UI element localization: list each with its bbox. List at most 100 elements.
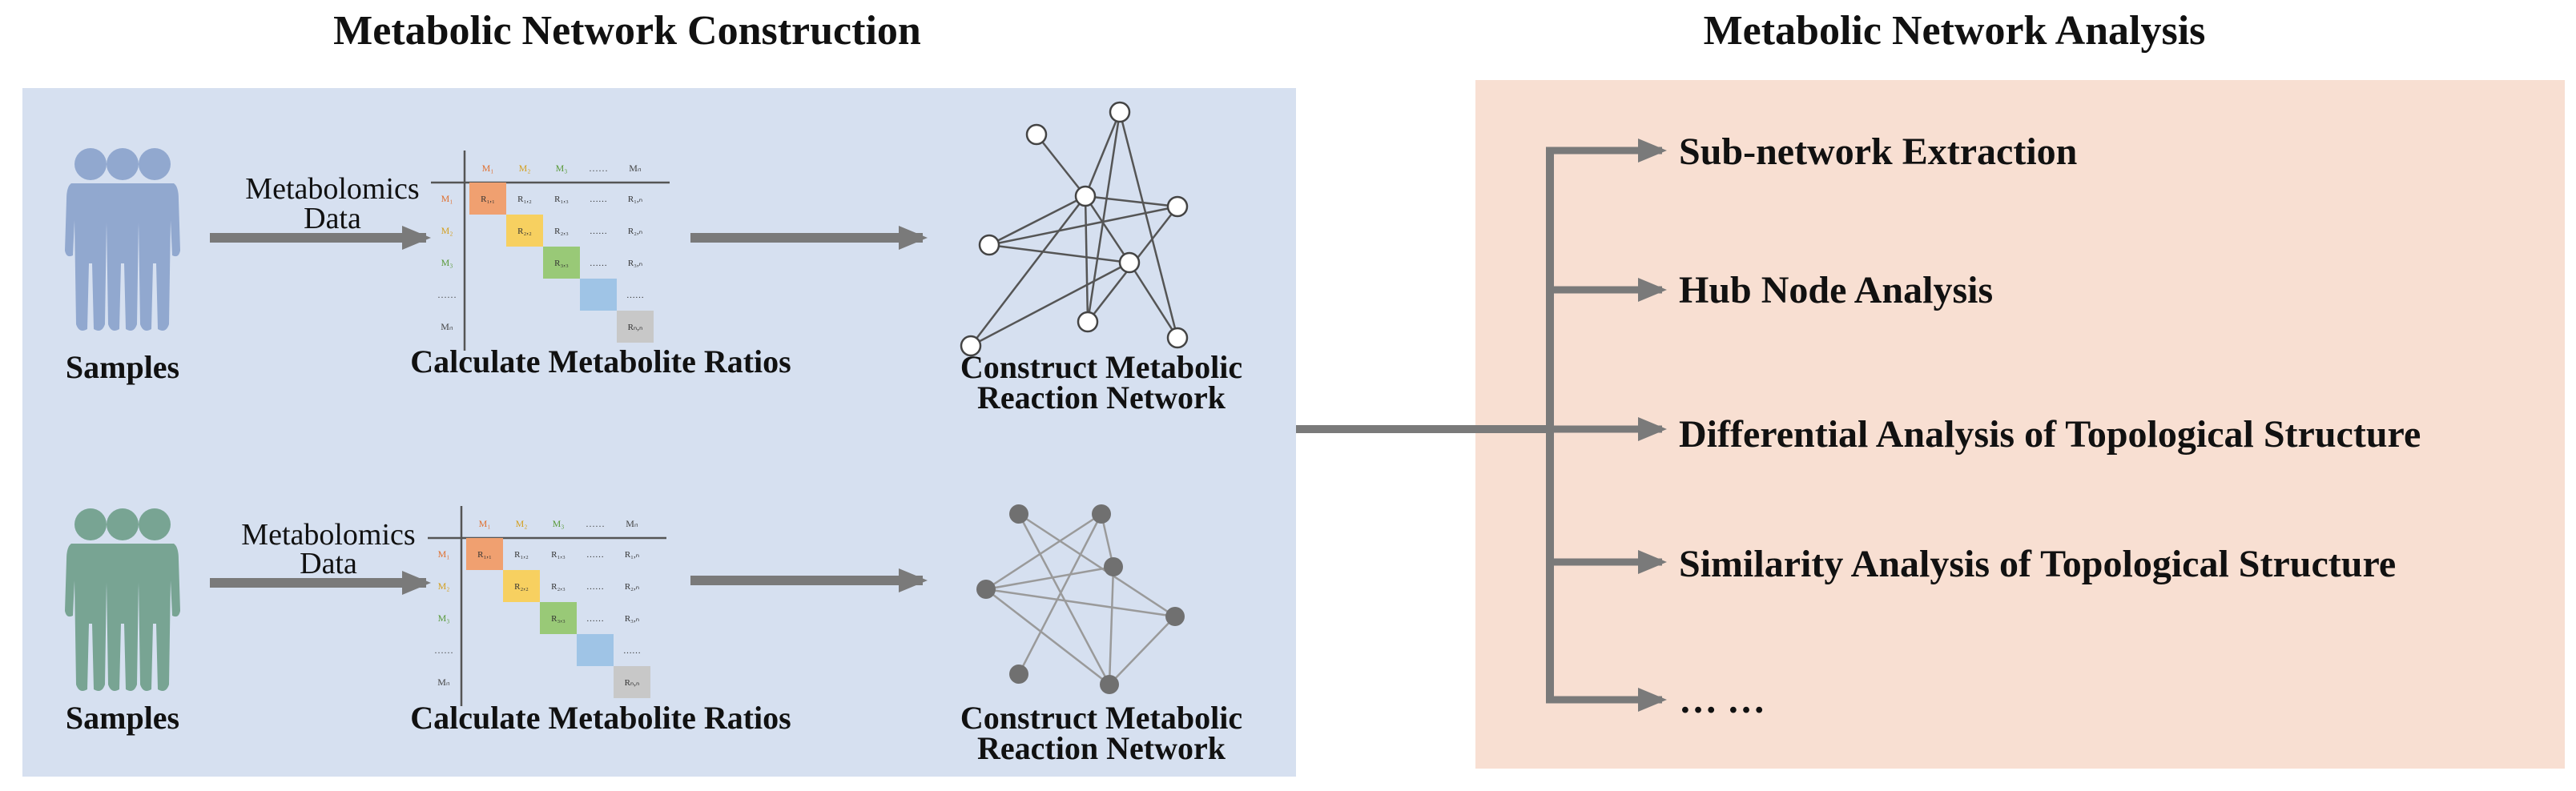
network-node (1109, 101, 1131, 123)
matrix-col-header: M₁ (482, 163, 494, 174)
analysis-item-more: … … (1679, 679, 1765, 721)
matrix-cell: …… (626, 291, 644, 300)
matrix-diag-cell (543, 247, 580, 279)
network-node (1074, 185, 1097, 207)
network-node (1077, 311, 1099, 333)
matrix-diag-cell (503, 570, 540, 602)
network-node (1166, 327, 1189, 349)
network-graph-1 (960, 101, 1189, 357)
network-label: Construct Metabolic (960, 700, 1242, 736)
matrix-cell: R₁,₂ (517, 195, 532, 204)
matrix-cell: R₂,₂ (517, 227, 532, 236)
matrix-cell: R₂,ₙ (628, 227, 642, 236)
matrix-cell: …… (586, 582, 604, 592)
matrix-diag-cell (614, 666, 650, 698)
network-graph-2 (976, 504, 1185, 694)
matrix-col-header: M₁ (479, 518, 491, 529)
matrix-col-header: Mₙ (629, 163, 642, 174)
matrix-cell: R₁,₁ (477, 550, 492, 560)
matrix-cell: R₃,ₙ (628, 259, 642, 268)
matrix-cell: Rₙ,ₙ (625, 678, 640, 688)
analysis-item-similarity: Similarity Analysis of Topological Struc… (1679, 543, 2396, 585)
network-node (1025, 123, 1048, 146)
metabolomics-data-label-2: Data (300, 547, 357, 580)
analysis-item-differential: Differential Analysis of Topological Str… (1679, 413, 2421, 456)
matrix-cell: …… (586, 614, 604, 624)
matrix-cell: …… (590, 195, 607, 204)
network-label-2: Reaction Network (977, 730, 1226, 766)
ratios-label: Calculate Metabolite Ratios (410, 343, 791, 379)
matrix-cell: R₂,₃ (554, 227, 569, 236)
matrix-row-header: Mₙ (441, 321, 453, 332)
matrix-col-header: Mₙ (626, 518, 638, 529)
network-node (1100, 675, 1119, 694)
analysis-list: Sub-network Extraction Hub Node Analysis… (1546, 130, 2421, 721)
network-node (1092, 504, 1111, 524)
analysis-item-hub: Hub Node Analysis (1679, 269, 1993, 311)
matrix-diag-cell (506, 215, 543, 247)
matrix-col-header: …… (586, 518, 605, 529)
matrix-cell: Rₙ,ₙ (628, 323, 643, 332)
samples-label: Samples (66, 349, 179, 385)
analysis-title: Metabolic Network Analysis (1704, 8, 2206, 54)
network-label: Construct Metabolic (960, 349, 1242, 385)
matrix-cell: R₃,ₙ (625, 614, 639, 624)
matrix-row-header: M₃ (438, 612, 450, 624)
analysis-item-subnetwork: Sub-network Extraction (1679, 130, 2077, 173)
matrix-diag-cell (577, 634, 614, 666)
matrix-cell: …… (623, 646, 641, 656)
matrix-row-header: M₁ (438, 548, 450, 560)
network-node (976, 580, 996, 599)
matrix-col-header: M₃ (556, 163, 568, 174)
matrix-diag-cell (469, 183, 506, 215)
network-node (1104, 557, 1123, 576)
matrix-cell: R₂,₂ (514, 582, 529, 592)
matrix-diag-cell (466, 538, 503, 570)
matrix-cell: R₃,₃ (551, 614, 566, 624)
samples-label: Samples (66, 700, 179, 736)
matrix-diag-cell (617, 311, 654, 343)
matrix-cell: R₁,₃ (554, 195, 569, 204)
matrix-cell: R₁,ₙ (628, 195, 642, 204)
matrix-row-header: Mₙ (437, 677, 450, 688)
network-node (1009, 665, 1028, 684)
matrix-cell: R₁,ₙ (625, 550, 639, 560)
metabolomics-data-label: Metabolomics (241, 518, 415, 552)
metabolomics-data-label: Metabolomics (245, 172, 419, 206)
ratios-label: Calculate Metabolite Ratios (410, 700, 791, 736)
construction-title: Metabolic Network Construction (333, 8, 921, 54)
matrix-cell: …… (586, 550, 604, 560)
network-node (1009, 504, 1028, 524)
network-node (978, 234, 1000, 256)
matrix-row-header: M₁ (441, 193, 453, 204)
construction-panel (22, 88, 1296, 777)
metabolomics-data-label-2: Data (304, 202, 361, 235)
matrix-row-header: M₂ (438, 580, 450, 592)
matrix-col-header: M₂ (516, 518, 528, 529)
matrix-row-header: M₂ (441, 225, 453, 236)
matrix-row-header: …… (434, 644, 453, 656)
matrix-cell: …… (590, 259, 607, 268)
matrix-cell: R₁,₃ (551, 550, 566, 560)
matrix-diag-cell (580, 279, 617, 311)
network-node (1118, 251, 1141, 274)
matrix-row-header: M₃ (441, 257, 453, 268)
matrix-col-header: …… (589, 163, 608, 174)
matrix-cell: …… (590, 227, 607, 236)
matrix-diag-cell (540, 602, 577, 634)
matrix-cell: R₂,₃ (551, 582, 566, 592)
matrix-col-header: M₃ (553, 518, 565, 529)
matrix-cell: R₃,₃ (554, 259, 569, 268)
network-node (1166, 195, 1189, 218)
matrix-row-header: …… (437, 289, 457, 300)
network-node (960, 335, 982, 357)
network-node (1165, 607, 1185, 626)
matrix-cell: R₂,ₙ (625, 582, 639, 592)
matrix-col-header: M₂ (519, 163, 531, 174)
network-label-2: Reaction Network (977, 379, 1226, 416)
matrix-cell: R₁,₁ (481, 195, 495, 204)
matrix-cell: R₁,₂ (514, 550, 529, 560)
